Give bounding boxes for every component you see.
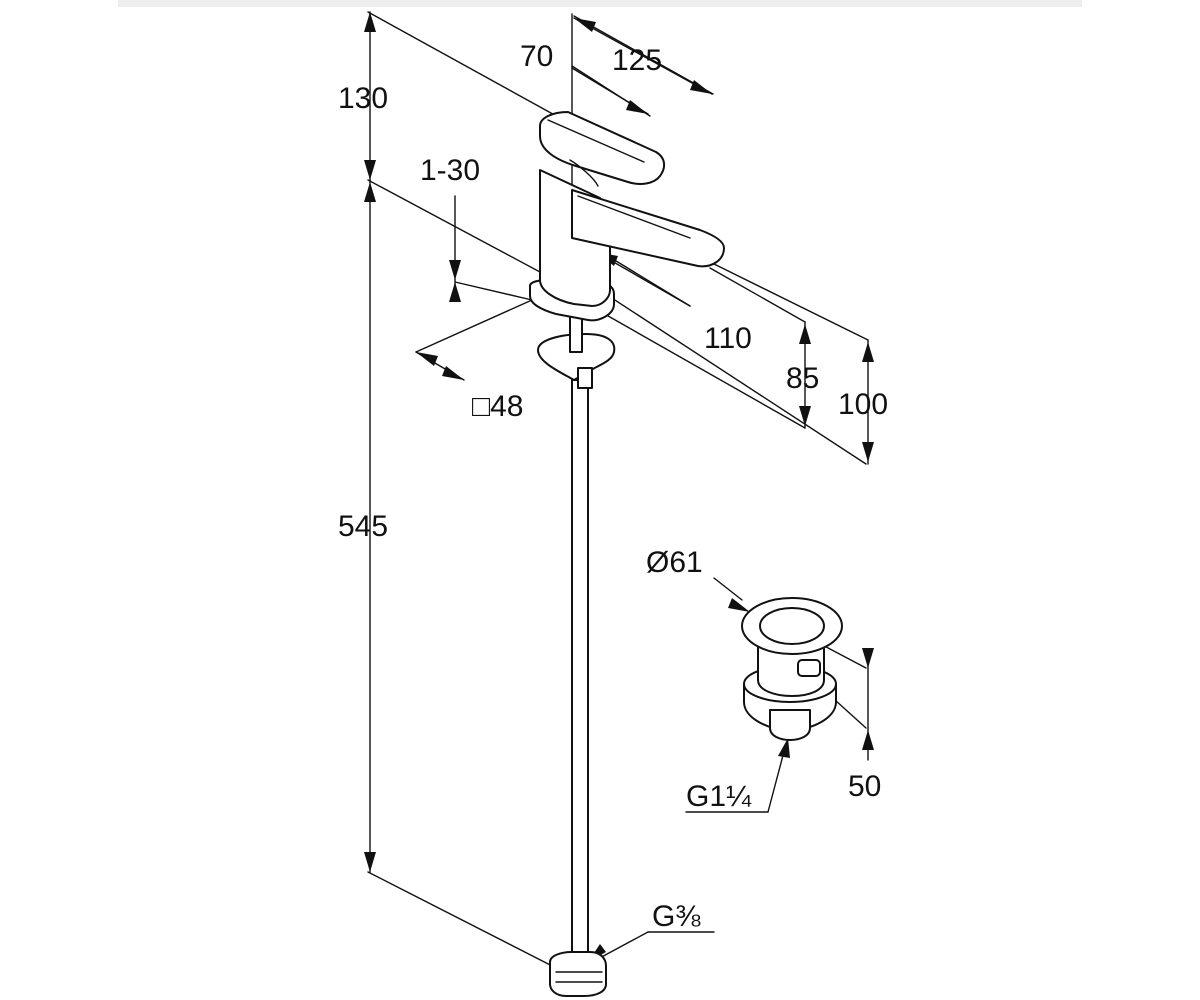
label-deck-thickness: 1-30	[420, 154, 480, 187]
supply-hose	[571, 379, 589, 961]
waste-cap-inner	[759, 607, 825, 645]
label-spout-height: 85	[786, 362, 819, 395]
top-divider	[118, 0, 1082, 7]
label-waste-height: 50	[848, 770, 881, 803]
label-hose-thread: G⅜	[652, 900, 701, 933]
label-overhead-height: 130	[338, 82, 388, 115]
bracket-clip	[577, 367, 593, 389]
label-lever-length: 125	[612, 44, 662, 77]
waste-valve	[741, 597, 843, 741]
label-hose-length: 545	[338, 510, 388, 543]
label-handle-projection: 70	[520, 40, 553, 73]
label-base-square: □48	[472, 390, 524, 423]
overflow-slot	[797, 659, 821, 677]
label-spout-reach: 110	[704, 322, 752, 355]
spout	[571, 189, 725, 268]
faucet-body	[529, 111, 725, 997]
dimension-lines	[364, 11, 874, 962]
dimension-labels: 130 70 125 1-30 110 85 100 □48 545 Ø61 5…	[338, 40, 888, 933]
threaded-rod	[569, 315, 583, 353]
waste-thread-stub	[769, 709, 811, 741]
mounting-bracket	[537, 333, 616, 381]
hose-connector	[549, 951, 607, 997]
label-waste-diameter: Ø61	[646, 546, 703, 579]
handle-lever	[539, 111, 666, 185]
label-outlet-height: 100	[838, 388, 888, 421]
label-waste-thread: G1¼	[686, 780, 752, 813]
